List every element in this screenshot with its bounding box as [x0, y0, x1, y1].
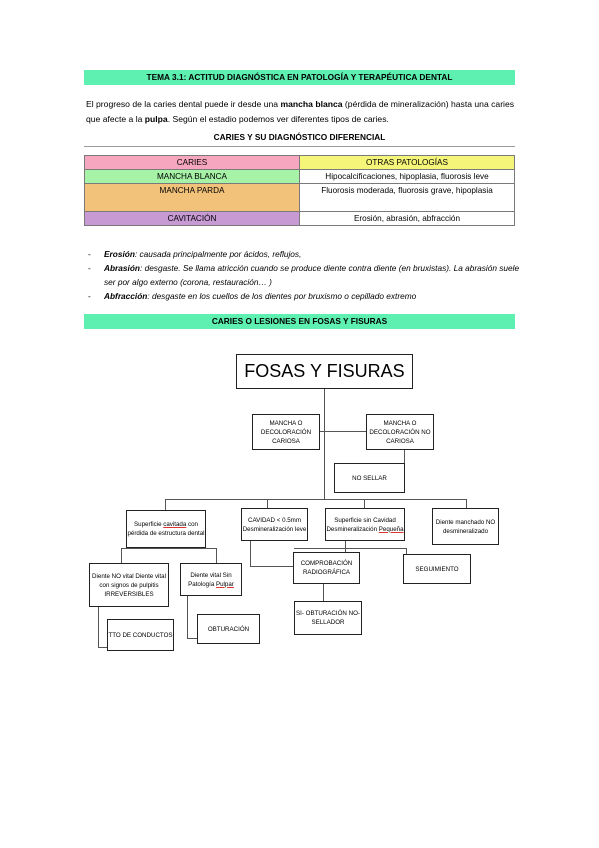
label-part: con pérdida de estructura dental	[127, 521, 205, 537]
node-tto-conductos: TTO DE CONDUCTOS	[107, 619, 174, 651]
node-label: NO SELLAR	[352, 474, 387, 482]
table-cell: MANCHA PARDA	[84, 183, 300, 212]
label-part-underlined: cavitada	[163, 521, 187, 528]
connector-line	[324, 388, 325, 499]
node-superficie-cavitada: Superficie cavitada con pérdida de estru…	[126, 510, 206, 548]
definition-text: : desgaste en los cuellos de los dientes…	[147, 291, 417, 301]
definitions-list: -Erosión: causada principalmente por áci…	[88, 247, 524, 303]
node-label: CAVIDAD < 0.5mm Desmineralización leve	[242, 516, 307, 533]
node-label: SI- OBTURACIÓN NO- SELLADOR	[296, 610, 360, 626]
node-no-sellar: NO SELLAR	[334, 463, 405, 493]
node-comprobacion-radiografica: COMPROBACIÓN RADIOGRÁFICA	[293, 552, 360, 584]
list-item: -Abfracción: desgaste en los cuellos de …	[88, 291, 417, 301]
list-item: -Erosión: causada principalmente por áci…	[88, 249, 302, 259]
connector-line	[187, 638, 198, 639]
intro-text-1: El progreso de la caries dental puede ir…	[86, 99, 281, 109]
definition-term: Erosión	[104, 249, 135, 259]
definition-term: Abrasión	[104, 263, 140, 273]
table-cell: Erosión, abrasión, abfracción	[299, 211, 515, 226]
node-mancha-no-cariosa: MANCHA O DECOLORACIÓN NO CARIOSA	[366, 414, 434, 450]
node-label: SEGUIMIENTO	[415, 565, 459, 573]
node-label: Diente manchado NO desmineralizado	[435, 518, 496, 535]
intro-paragraph: El progreso de la caries dental puede ir…	[86, 97, 518, 127]
connector-line	[286, 431, 367, 432]
table-header-otras: OTRAS PATOLOGÍAS	[299, 155, 515, 170]
node-label: COMPROBACIÓN RADIOGRÁFICA	[300, 560, 353, 576]
connector-line	[267, 499, 268, 509]
node-label: Superficie cavitada con pérdida de estru…	[127, 520, 205, 538]
node-label: TTO DE CONDUCTOS	[108, 631, 173, 639]
table-row: MANCHA BLANCA Hipocalcificaciones, hipop…	[84, 169, 515, 184]
connector-line	[323, 584, 324, 601]
label-part: Superficie	[134, 521, 164, 528]
table-row: CAVITACIÓN Erosión, abrasión, abfracción	[84, 211, 515, 226]
section-title-divider	[84, 146, 515, 147]
label-part: Diente vital Sin Patología	[188, 571, 232, 588]
node-label: FOSAS Y FISURAS	[244, 361, 405, 381]
diagram-title: CARIES O LESIONES EN FOSAS Y FISURAS	[211, 316, 388, 326]
node-label: MANCHA O DECOLORACIÓN CARIOSA	[260, 419, 312, 445]
definition-text: : desgaste. Se llama atricción cuando se…	[104, 263, 520, 287]
node-si-obturacion: SI- OBTURACIÓN NO- SELLADOR	[294, 601, 362, 635]
connector-line	[294, 548, 406, 549]
connector-line	[165, 499, 467, 500]
diagram-root-node: FOSAS Y FISURAS	[236, 354, 413, 389]
node-label: Superficie sin Cavidad Desmineralización…	[326, 516, 404, 534]
node-label: OBTURACIÓN	[207, 625, 250, 633]
connector-line	[250, 566, 294, 567]
node-label: Diente vital Sin Patología Pulpar	[181, 571, 241, 589]
table-cell: CAVITACIÓN	[84, 211, 300, 226]
table-row: MANCHA PARDA Fluorosis moderada, fluoros…	[84, 183, 515, 212]
node-label: MANCHA O DECOLORACIÓN NO CARIOSA	[369, 419, 431, 445]
intro-bold-pulpa: pulpa	[144, 114, 168, 124]
section-title: CARIES Y SU DIAGNÓSTICO DIFERENCIAL	[213, 132, 386, 142]
connector-line	[121, 548, 122, 564]
node-mancha-cariosa: MANCHA O DECOLORACIÓN CARIOSA	[252, 414, 320, 450]
connector-line	[345, 540, 346, 553]
table-cell: Fluorosis moderada, fluorosis grave, hip…	[299, 183, 515, 212]
node-diente-vital: Diente vital Sin Patología Pulpar	[180, 563, 242, 596]
label-part-underlined: Pequeña	[378, 525, 404, 533]
label-part-underlined: Pulpar	[215, 580, 234, 588]
connector-line	[121, 548, 216, 549]
node-label: Diente NO vital Diente vital con signos …	[92, 572, 166, 598]
diagram-title-banner: CARIES O LESIONES EN FOSAS Y FISURAS	[84, 314, 515, 329]
node-diente-manchado: Diente manchado NO desmineralizado	[432, 508, 499, 545]
connector-line	[466, 499, 467, 509]
connector-line	[98, 647, 108, 648]
node-cavidad: CAVIDAD < 0.5mm Desmineralización leve	[241, 508, 308, 541]
intro-text-2: (pérdida de mineralización) hasta una ca…	[86, 99, 515, 124]
tema-title: TEMA 3.1: ACTITUD DIAGNÓSTICA EN PATOLOG…	[146, 72, 453, 82]
node-superficie-sin-cavidad: Superficie sin Cavidad Desmineralización…	[325, 508, 405, 541]
definition-term: Abfracción	[104, 291, 148, 301]
label-part: Superficie sin Cavidad Desmineralización	[326, 516, 396, 533]
tema-title-banner: TEMA 3.1: ACTITUD DIAGNÓSTICA EN PATOLOG…	[84, 70, 515, 85]
intro-bold-mancha: mancha blanca	[280, 99, 343, 109]
table-header-caries: CARIES	[84, 155, 300, 170]
connector-line	[406, 548, 407, 555]
connector-line	[250, 540, 251, 566]
connector-line	[98, 607, 99, 647]
connector-line	[364, 499, 365, 509]
connector-line	[165, 499, 166, 511]
node-seguimiento: SEGUIMIENTO	[403, 554, 471, 584]
table-header-row: CARIES OTRAS PATOLOGÍAS	[84, 155, 515, 170]
list-item: -Abrasión: desgaste. Se llama atricción …	[88, 263, 520, 287]
table-cell: MANCHA BLANCA	[84, 169, 300, 184]
connector-line	[216, 548, 217, 564]
node-obturacion: OBTURACIÓN	[197, 614, 260, 644]
diagnosis-table: CARIES OTRAS PATOLOGÍAS MANCHA BLANCA Hi…	[84, 155, 515, 226]
node-diente-no-vital: Diente NO vital Diente vital con signos …	[89, 563, 169, 607]
definition-text: : causada principalmente por ácidos, ref…	[134, 249, 302, 259]
intro-text-3: . Según el estadio podemos ver diferente…	[167, 114, 389, 124]
connector-line	[187, 596, 188, 638]
